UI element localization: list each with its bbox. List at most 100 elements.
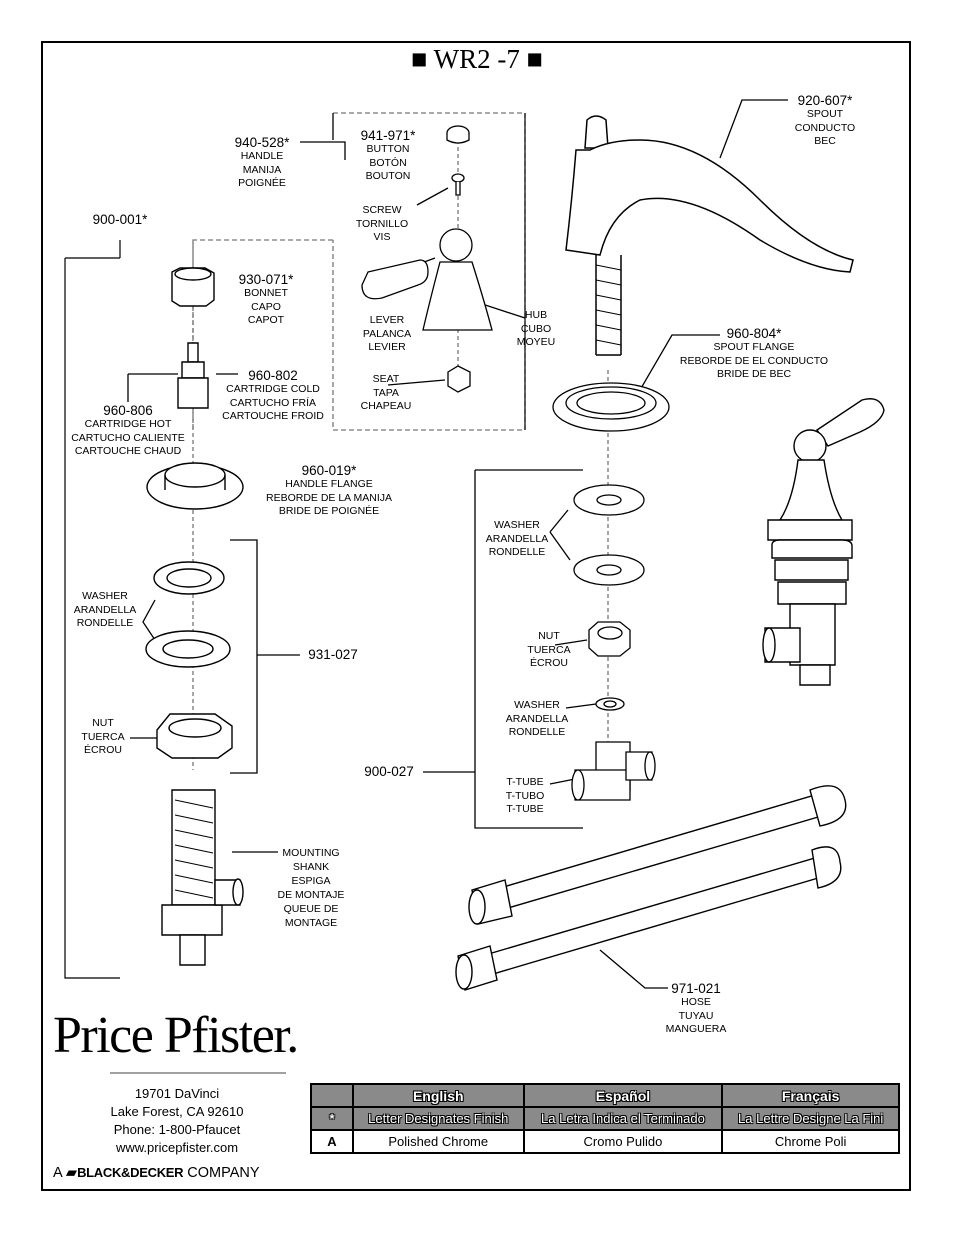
part-desc-fr: RONDELLE bbox=[508, 726, 566, 738]
part-960-802-label: 960-802 CARTRIDGE COLD CARTUCHO FRÍA CAR… bbox=[218, 368, 328, 424]
finish-cell-spanish: Cromo Pulido bbox=[522, 1129, 724, 1154]
nut-left-label: NUT TUERCA ÉCROU bbox=[76, 717, 130, 758]
part-desc-fr: RONDELLE bbox=[76, 617, 134, 629]
company-brand: BLACK&DECKER bbox=[77, 1165, 184, 1180]
part-desc-fr: POIGNÉE bbox=[238, 177, 286, 189]
part-desc-fr: ÉCROU bbox=[530, 657, 568, 669]
part-desc-es: MANIJA bbox=[242, 163, 282, 176]
part-desc-en: NUT bbox=[538, 630, 560, 642]
part-desc-es: ARANDELLA bbox=[485, 532, 549, 545]
part-930-071-label: 930-071* BONNET CAPO CAPOT bbox=[230, 272, 302, 328]
part-desc-en: NUT bbox=[92, 717, 114, 729]
part-desc-en: T-TUBE bbox=[506, 776, 544, 788]
nut-right-label: NUT TUERCA ÉCROU bbox=[523, 630, 575, 671]
part-desc-fr: CAPOT bbox=[247, 314, 285, 326]
black-decker-logo-icon: ▰ bbox=[65, 1165, 78, 1181]
part-931-027-label: 931-027 bbox=[302, 647, 364, 662]
address-phone: Phone: 1-800-Pfaucet bbox=[113, 1122, 241, 1137]
part-desc-fr: BRIDE DE BEC bbox=[716, 368, 792, 380]
part-900-001-label: 900-001* bbox=[84, 212, 156, 227]
part-desc-es: CAPO bbox=[251, 300, 281, 313]
part-desc-en: SPOUT FLANGE bbox=[713, 341, 795, 353]
header-cell-spanish: Español bbox=[522, 1083, 724, 1108]
finish-cell-english: Letter Designates Finish bbox=[352, 1106, 525, 1131]
part-desc-en: CARTRIDGE HOT bbox=[84, 418, 172, 430]
part-desc-fr-1: QUEUE DE bbox=[283, 903, 339, 915]
finish-code-cell: A bbox=[310, 1129, 354, 1154]
part-desc-es: TUERCA bbox=[527, 643, 571, 656]
seat-label: SEAT TAPA CHAPEAU bbox=[358, 373, 414, 414]
price-pfister-logo: Price Pfister. bbox=[53, 1007, 299, 1064]
company-suffix: COMPANY bbox=[187, 1165, 260, 1181]
part-number: 971-021 bbox=[671, 981, 721, 996]
part-desc-en: HOSE bbox=[681, 996, 711, 1008]
finish-table-header-row: English Español Français bbox=[310, 1083, 900, 1108]
part-desc-fr: BRIDE DE POIGNÉE bbox=[278, 505, 380, 517]
part-number: 940-528* bbox=[234, 135, 290, 150]
hub-label: HUB CUBO MOYEU bbox=[510, 309, 562, 350]
address-city: Lake Forest, CA 92610 bbox=[110, 1104, 244, 1119]
part-desc-es-1: ESPIGA bbox=[291, 875, 331, 887]
part-desc-es: CONDUCTO bbox=[794, 121, 856, 134]
part-desc-es: PALANCA bbox=[362, 327, 412, 340]
part-number: 920-607* bbox=[797, 93, 853, 108]
part-desc-en: LEVER bbox=[369, 314, 405, 326]
part-desc-en: WASHER bbox=[82, 590, 128, 602]
part-desc-fr: BEC bbox=[814, 135, 836, 147]
part-desc-en-1: MOUNTING bbox=[282, 847, 340, 859]
company-address: 19701 DaVinci Lake Forest, CA 92610 Phon… bbox=[92, 1085, 262, 1157]
part-desc-es: TUYAU bbox=[678, 1009, 714, 1022]
part-desc-fr: VIS bbox=[373, 231, 391, 243]
washer-right-small-label: WASHER ARANDELLA RONDELLE bbox=[502, 699, 572, 740]
part-desc-en-2: SHANK bbox=[292, 860, 330, 873]
part-960-806-label: 960-806 CARTRIDGE HOT CARTUCHO CALIENTE … bbox=[66, 403, 190, 459]
part-number: 960-806 bbox=[103, 403, 153, 418]
header-cell-english: English bbox=[352, 1083, 525, 1108]
finish-cell-french: La Lettre Designe La Fini bbox=[721, 1106, 900, 1131]
part-940-528-label: 940-528* HANDLE MANIJA POIGNÉE bbox=[226, 135, 298, 191]
table-row: A Polished Chrome Cromo Pulido Chrome Po… bbox=[310, 1129, 900, 1154]
part-desc-fr: T-TUBE bbox=[506, 803, 544, 815]
table-row: * Letter Designates Finish La Letra Indi… bbox=[310, 1106, 900, 1131]
finish-cell-english: Polished Chrome bbox=[352, 1129, 525, 1154]
header-cell-code bbox=[310, 1083, 354, 1108]
part-desc-es: TUERCA bbox=[81, 730, 125, 743]
company-prefix: A bbox=[53, 1165, 62, 1181]
part-960-804-label: 960-804* SPOUT FLANGE REBORDE DE EL COND… bbox=[672, 326, 836, 382]
part-941-971-label: 941-971* BUTTON BOTÓN BOUTON bbox=[352, 128, 424, 184]
part-desc-fr: BOUTON bbox=[365, 170, 411, 182]
part-desc-es: REBORDE DE LA MANIJA bbox=[265, 491, 393, 504]
finish-cell-french: Chrome Poli bbox=[721, 1129, 900, 1154]
model-title: ■ WR2 -7 ■ bbox=[411, 44, 543, 74]
part-desc-es: CARTUCHO FRÍA bbox=[229, 396, 317, 409]
part-desc-en: SEAT bbox=[372, 373, 400, 385]
part-desc-fr: MOYEU bbox=[516, 336, 556, 348]
part-number: 960-019* bbox=[301, 463, 357, 478]
part-920-607-label: 920-607* SPOUT CONDUCTO BEC bbox=[790, 93, 860, 149]
part-960-019-label: 960-019* HANDLE FLANGE REBORDE DE LA MAN… bbox=[258, 463, 400, 519]
part-desc-fr: LEVIER bbox=[368, 341, 406, 353]
part-number: 931-027 bbox=[308, 647, 358, 662]
finish-code-cell: * bbox=[310, 1106, 354, 1131]
part-desc-fr: ÉCROU bbox=[84, 744, 122, 756]
part-desc-en: HANDLE bbox=[240, 150, 284, 162]
part-number: 941-971* bbox=[360, 128, 416, 143]
mounting-shank-label: MOUNTING SHANK ESPIGA DE MONTAJE QUEUE D… bbox=[274, 847, 348, 930]
part-desc-en: WASHER bbox=[514, 699, 560, 711]
washer-left-label: WASHER ARANDELLA RONDELLE bbox=[72, 590, 138, 631]
part-desc-es: BOTÓN bbox=[369, 156, 407, 169]
part-desc-fr: MANGUERA bbox=[665, 1023, 727, 1035]
header-cell-french: Français bbox=[721, 1083, 900, 1108]
part-desc-es: REBORDE DE EL CONDUCTO bbox=[679, 354, 829, 367]
part-desc-en: CARTRIDGE COLD bbox=[226, 383, 320, 395]
part-desc-es: TORNILLO bbox=[355, 217, 409, 230]
part-desc-fr: CHAPEAU bbox=[360, 400, 412, 412]
part-desc-en: HANDLE FLANGE bbox=[285, 478, 373, 490]
part-desc-fr: CARTOUCHE CHAUD bbox=[74, 445, 182, 457]
lever-label: LEVER PALANCA LEVIER bbox=[355, 314, 419, 355]
part-desc-es: ARANDELLA bbox=[505, 712, 569, 725]
part-number: 960-802 bbox=[248, 368, 298, 383]
part-desc-en: BUTTON bbox=[366, 143, 410, 155]
part-number: 930-071* bbox=[238, 272, 294, 287]
